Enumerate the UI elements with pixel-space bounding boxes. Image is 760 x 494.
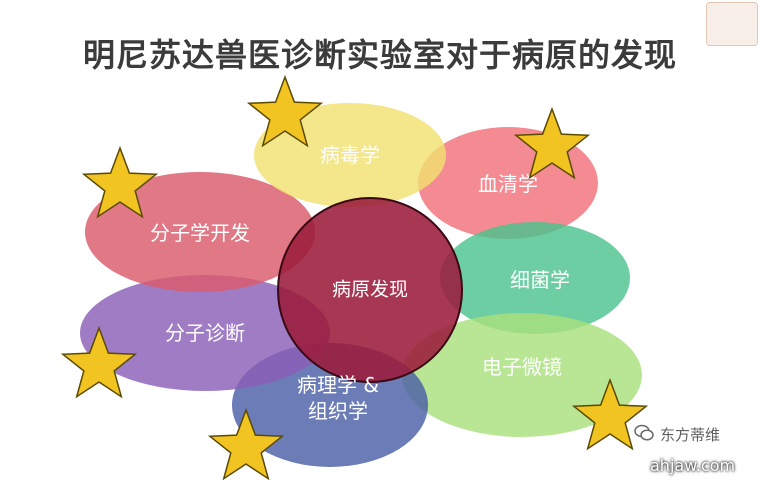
petal-4-label: 病理学 &组织学 — [297, 373, 379, 423]
petal-1-star-icon — [513, 106, 591, 180]
petal-5-shape — [80, 275, 330, 391]
petal-1-label: 血清学 — [478, 172, 538, 196]
petal-4-star-icon — [207, 407, 285, 481]
petal-2-label: 细菌学 — [510, 268, 570, 292]
petal-2-shape — [440, 222, 630, 334]
petal-7-label: 病毒学 — [320, 143, 380, 167]
watermark-label: 东方蒂维 — [660, 426, 721, 444]
petal-3-label: 电子微镜 — [482, 355, 562, 379]
petal-3-star-icon — [571, 377, 649, 451]
petal-7-star-icon — [246, 74, 324, 148]
stars-group — [60, 74, 649, 481]
logo — [706, 2, 758, 46]
wechat-icon — [634, 424, 654, 441]
center-label: 病原发现 — [332, 279, 408, 301]
petal-6-label: 分子学开发 — [150, 221, 250, 245]
center-circle — [277, 197, 463, 383]
watermark-site: ahjaw.com — [650, 456, 736, 475]
page-title: 明尼苏达兽医诊断实验室对于病原的发现 — [82, 36, 677, 74]
petal-6-shape — [85, 172, 315, 292]
petal-5-star-icon — [60, 325, 138, 399]
petal-6-star-icon — [81, 145, 159, 219]
petal-5-label: 分子诊断 — [165, 321, 245, 345]
